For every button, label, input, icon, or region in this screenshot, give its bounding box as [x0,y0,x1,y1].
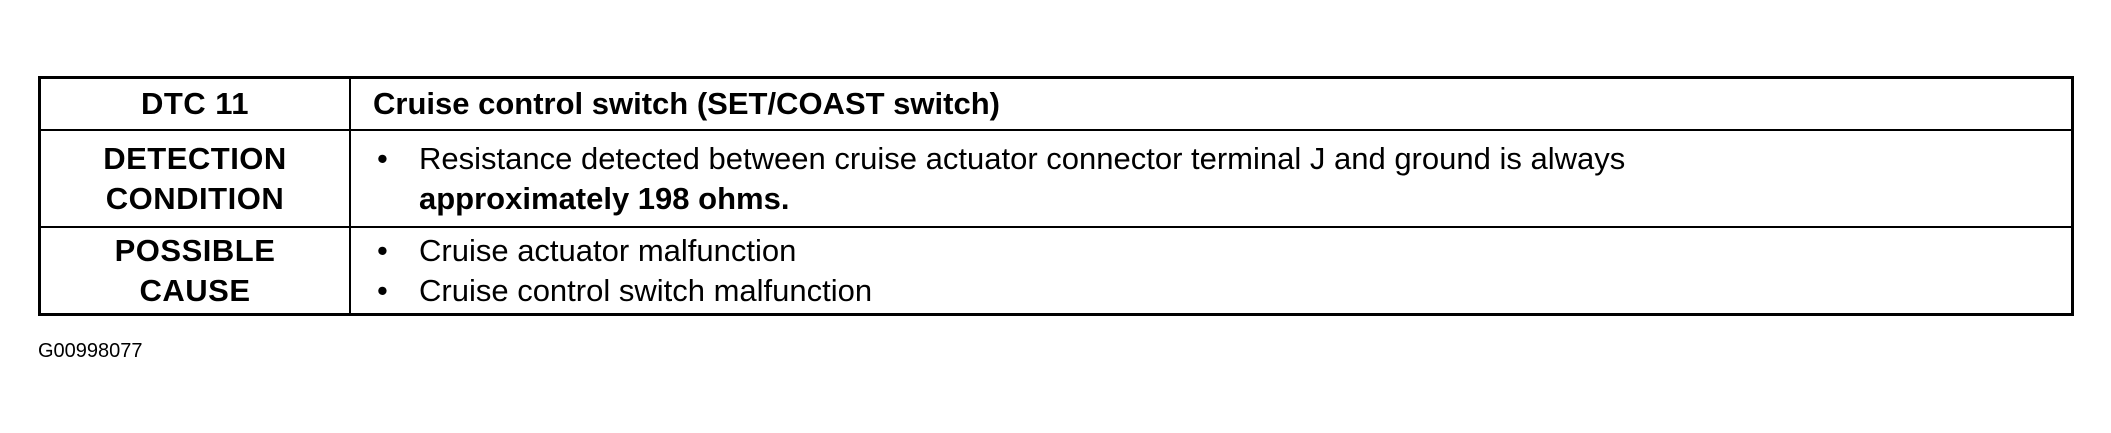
possible-cause-content-cell: • Cruise actuator malfunction • Cruise c… [349,226,2074,316]
detection-condition-content-cell: • Resistance detected between cruise act… [349,129,2074,228]
table-row-possible-cause: POSSIBLE CAUSE • Cruise actuator malfunc… [38,226,2074,316]
cause-label-line1: POSSIBLE [114,232,276,268]
dtc-title-cell: Cruise control switch (SET/COAST switch) [349,76,2074,131]
figure-id-label: G00998077 [38,340,143,362]
detection-bullet-list: • Resistance detected between cruise act… [363,139,2071,219]
cause-label-line2: CAUSE [139,272,251,308]
cause-item-text: Cruise control switch malfunction [419,272,873,308]
dtc-table: DTC 11 Cruise control switch (SET/COAST … [38,76,2074,316]
dtc-code-cell: DTC 11 [38,76,351,131]
table-row-detection-condition: DETECTION CONDITION • Resistance detecte… [38,129,2074,228]
detection-text-line1: Resistance detected between cruise actua… [419,140,1626,176]
bullet-icon: • [377,272,388,308]
dtc-code-label: DTC 11 [140,86,250,121]
bullet-icon: • [377,140,388,176]
detection-condition-label-cell: DETECTION CONDITION [38,129,351,228]
list-item: • Cruise control switch malfunction [375,271,2071,311]
list-item: • Cruise actuator malfunction [375,231,2071,271]
detection-text-line2: approximately 198 ohms. [419,180,790,216]
detection-label-line1: DETECTION [103,140,287,176]
detection-label-line2: CONDITION [105,180,285,216]
dtc-title: Cruise control switch (SET/COAST switch) [373,86,1000,121]
table-row-dtc-header: DTC 11 Cruise control switch (SET/COAST … [38,76,2074,131]
possible-cause-label-cell: POSSIBLE CAUSE [38,226,351,316]
list-item: • Resistance detected between cruise act… [375,139,2071,219]
cause-item-text: Cruise actuator malfunction [419,232,797,268]
cause-bullet-list: • Cruise actuator malfunction • Cruise c… [363,231,2071,311]
bullet-icon: • [377,232,388,268]
